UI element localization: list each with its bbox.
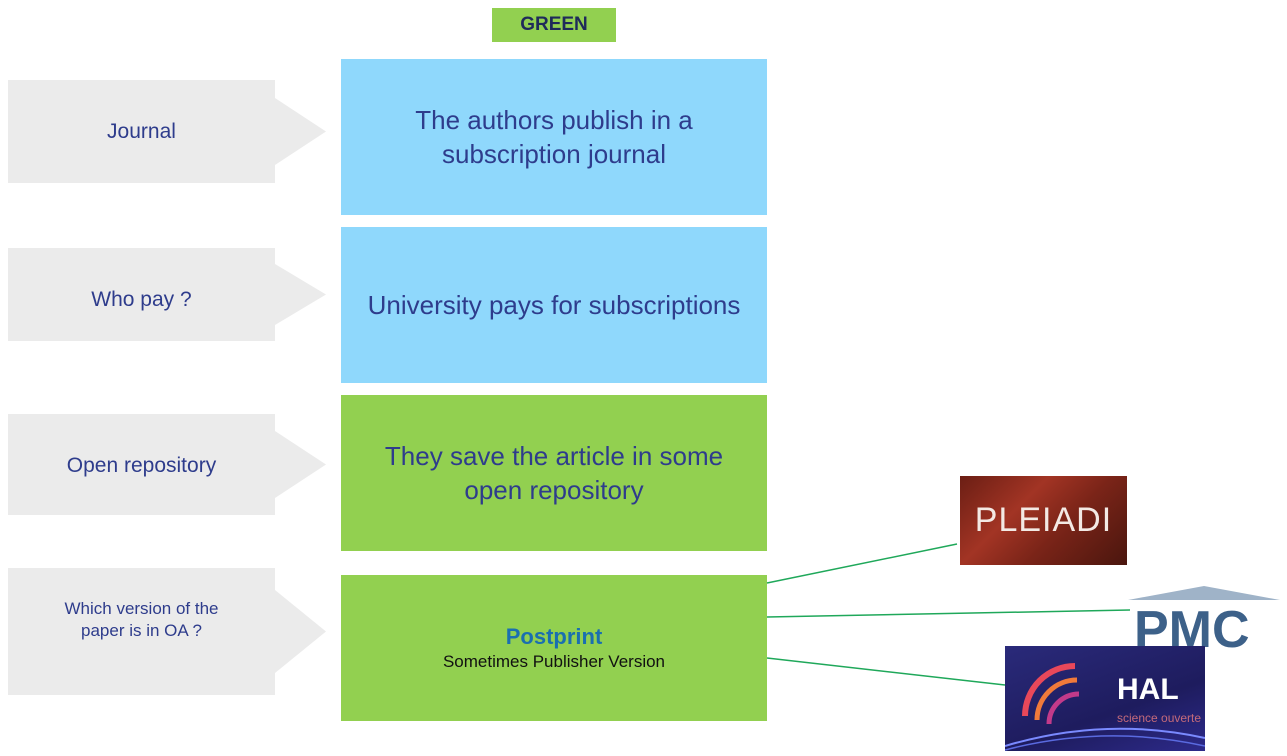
arrow-label-which-version: Which version of the paper is in OA ? bbox=[64, 598, 219, 640]
box-text-university-pays: University pays for subscriptions bbox=[367, 290, 741, 320]
box-postprint-subtitle: Sometimes Publisher Version bbox=[442, 652, 666, 671]
connector-hal bbox=[766, 657, 1006, 686]
connector-pleiadi bbox=[766, 543, 958, 584]
arrow-shape bbox=[8, 80, 326, 183]
box-university-pays: University pays for subscriptions bbox=[341, 227, 767, 383]
hal-logo: HAL science ouverte bbox=[1005, 646, 1205, 751]
box-open-repository: They save the article in some open repos… bbox=[341, 395, 767, 551]
arrow-open-repository: Open repository bbox=[8, 414, 326, 517]
arrow-label-open-repository: Open repository bbox=[66, 454, 217, 477]
pleiadi-logo-text: PLEIADI bbox=[974, 501, 1113, 539]
hal-logo-text: HAL bbox=[1117, 673, 1179, 706]
box-postprint-title: Postprint bbox=[505, 624, 603, 649]
arrow-which-version: Which version of the paper is in OA ? bbox=[8, 568, 326, 695]
arrow-shape bbox=[8, 414, 326, 515]
hal-logo-tagline: science ouverte bbox=[1117, 711, 1202, 725]
connector-pmc bbox=[766, 609, 1131, 618]
hal-arcs-icon bbox=[1005, 663, 1205, 751]
box-text-open-repository: They save the article in some open repos… bbox=[384, 441, 724, 505]
box-subscription-journal: The authors publish in a subscription jo… bbox=[341, 59, 767, 215]
green-title-badge: GREEN bbox=[492, 8, 616, 42]
box-postprint: Postprint Sometimes Publisher Version bbox=[341, 575, 767, 721]
arrow-journal: Journal bbox=[8, 80, 326, 183]
pleiadi-logo: PLEIADI bbox=[960, 476, 1127, 565]
arrow-label-who-pay: Who pay ? bbox=[91, 288, 192, 311]
arrow-label-journal: Journal bbox=[107, 120, 176, 143]
pmc-roof-icon bbox=[1128, 586, 1280, 600]
arrow-shape bbox=[8, 568, 326, 695]
arrow-who-pay: Who pay ? bbox=[8, 248, 326, 351]
arrow-shape bbox=[8, 248, 326, 341]
box-text-subscription-journal: The authors publish in a subscription jo… bbox=[415, 105, 693, 169]
green-title: GREEN bbox=[520, 14, 588, 35]
